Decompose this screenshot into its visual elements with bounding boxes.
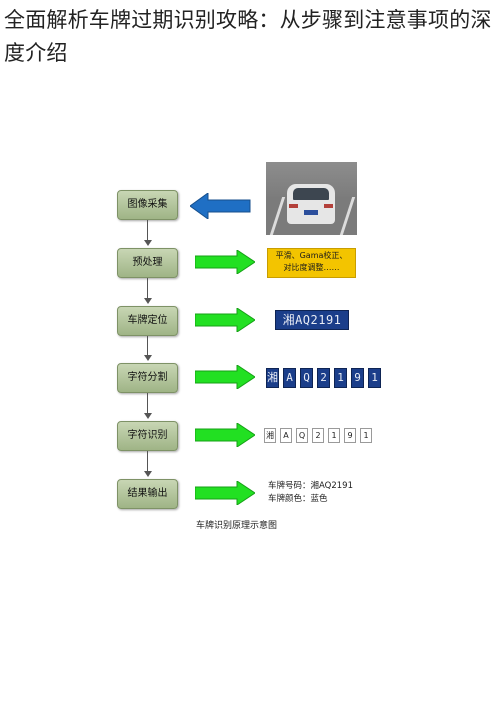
recognized-char: 1 [360,428,372,443]
located-plate: 湘AQ2191 [275,310,349,330]
blue-left-arrow-icon [190,193,251,219]
green-right-arrow-icon [195,250,255,274]
recognized-chars: 湘 A Q 2 1 9 1 [264,428,372,443]
connector-arrowhead [144,298,152,304]
connector-arrowhead [144,471,152,477]
segmented-plate: 湘 A Q 2 1 9 1 [266,368,381,388]
recognized-char: 9 [344,428,356,443]
step-preprocess: 预处理 [117,248,178,278]
result-plate-color: 车牌颜色：蓝色 [268,494,328,504]
segment-char: Q [300,368,313,388]
segment-char: 湘 [266,368,279,388]
connector-line [147,451,148,471]
page-title: 全面解析车牌过期识别攻略：从步骤到注意事项的深度介绍 [4,8,492,65]
green-right-arrow-icon [195,365,255,389]
segment-char: 2 [317,368,330,388]
car-rear-window [293,188,329,200]
connector-arrowhead [144,240,152,246]
recognized-char: 2 [312,428,324,443]
green-right-arrow-icon [195,481,255,505]
recognized-char: 1 [328,428,340,443]
segment-char: 9 [351,368,364,388]
segment-char: 1 [368,368,381,388]
green-right-arrow-icon [195,308,255,332]
step-char-recognition: 字符识别 [117,421,178,451]
preprocess-note: 平滑、Gama校正、 对比度调整…… [267,248,356,278]
car-rear-photo [266,162,357,235]
segment-char: 1 [334,368,347,388]
diagram-caption: 车牌识别原理示意图 [196,521,278,531]
connector-arrowhead [144,355,152,361]
step-char-segmentation: 字符分割 [117,363,178,393]
connector-arrowhead [144,413,152,419]
green-right-arrow-icon [195,423,255,447]
recognized-char: 湘 [264,428,276,443]
recognized-char: A [280,428,292,443]
connector-line [147,220,148,240]
car-tail-light [289,204,298,208]
car-tail-light [324,204,333,208]
step-image-capture: 图像采集 [117,190,178,220]
connector-line [147,336,148,355]
connector-line [147,278,148,298]
recognized-char: Q [296,428,308,443]
result-output-text: 车牌号码：湘AQ2191 车牌颜色：蓝色 [268,480,353,506]
segment-char: A [283,368,296,388]
step-result-output: 结果输出 [117,479,178,509]
car-plate [304,210,318,215]
preprocess-line2: 对比度调整…… [283,263,340,272]
connector-line [147,393,148,413]
result-plate-number: 车牌号码：湘AQ2191 [268,481,353,491]
step-plate-location: 车牌定位 [117,306,178,336]
preprocess-line1: 平滑、Gama校正、 [275,251,348,260]
